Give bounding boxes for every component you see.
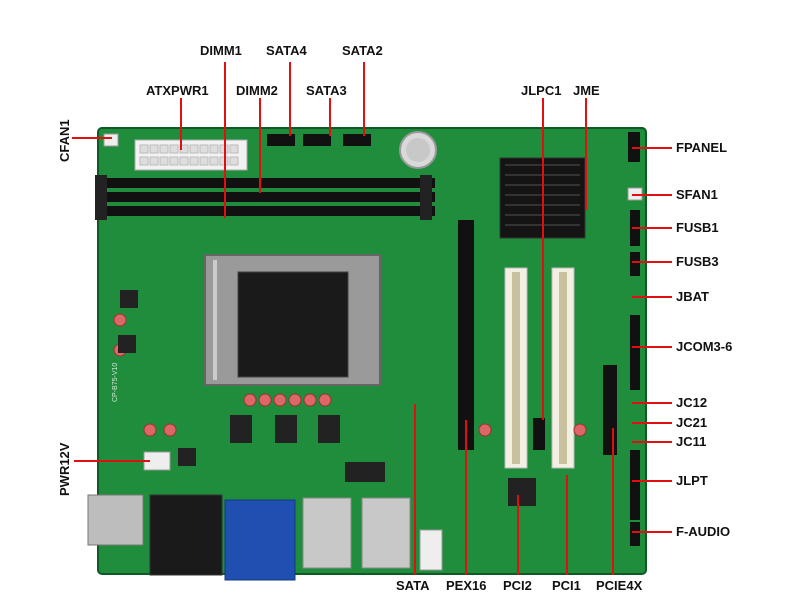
cpu-socket [237, 271, 349, 378]
dimm-clip [420, 175, 432, 220]
label-jlpt: JLPT [676, 473, 708, 488]
rj45-port [87, 494, 144, 546]
board-model-print: CP-B75-V10 [112, 362, 119, 402]
label-pex16: PEX16 [446, 578, 487, 593]
label-sata2: SATA2 [342, 43, 383, 58]
label-cfan1: CFAN1 [57, 119, 72, 162]
pcie4x-slot [603, 365, 617, 455]
label-jc12: JC12 [676, 395, 708, 410]
label-pwr12v: PWR12V [57, 442, 72, 496]
label-fpanel: FPANEL [676, 140, 728, 155]
pex16-slot [458, 220, 474, 450]
pci2-slot-inner [512, 272, 520, 464]
jcom-header [630, 315, 640, 390]
usb-port-stack-1 [302, 497, 352, 569]
fusb3-header [630, 252, 640, 276]
faudio-header [630, 522, 640, 546]
chips [118, 290, 536, 506]
audio-jack [419, 529, 443, 571]
label-sata3: SATA3 [306, 83, 347, 98]
label-jlpc1: JLPC1 [521, 83, 562, 98]
label-jme: JME [573, 83, 600, 98]
label-fusb1: FUSB1 [676, 220, 719, 235]
label-dimm1: DIMM1 [200, 43, 242, 58]
pci1-slot-inner [559, 272, 567, 464]
label-pci1: PCI1 [552, 578, 581, 593]
vga-port [224, 499, 296, 581]
jlpt-header [630, 450, 640, 520]
label-dimm2: DIMM2 [236, 83, 278, 98]
cfan-connector [103, 133, 119, 147]
dimm-slot-3 [95, 206, 435, 216]
label-jc11: JC11 [676, 434, 707, 449]
label-jbat: JBAT [676, 289, 709, 304]
dimm-slot-1 [95, 178, 435, 188]
jlpc1-header [533, 418, 545, 450]
leader-lines [72, 62, 672, 575]
label-pci2: PCI2 [503, 578, 532, 593]
label-pcie4x: PCIE4X [596, 578, 643, 593]
label-sata: SATA [396, 578, 430, 593]
label-fusb3: FUSB3 [676, 254, 719, 269]
sata2-connector [343, 134, 371, 146]
usb-port-stack-2 [361, 497, 411, 569]
sata4-connector [267, 134, 295, 146]
dimm-slot-2 [95, 192, 435, 202]
atx-power-pins [139, 144, 239, 166]
label-jcom36: JCOM3-6 [676, 339, 733, 354]
cmos-battery-inner [406, 138, 430, 162]
label-sata4: SATA4 [266, 43, 307, 58]
label-sfan1: SFAN1 [676, 187, 718, 202]
label-jc21: JC21 [676, 415, 708, 430]
label-atxpwr1: ATXPWR1 [146, 83, 209, 98]
serial-port [149, 494, 223, 576]
label-faudio: F-AUDIO [676, 524, 731, 539]
dimm-clip [95, 175, 107, 220]
sata3-connector [303, 134, 331, 146]
